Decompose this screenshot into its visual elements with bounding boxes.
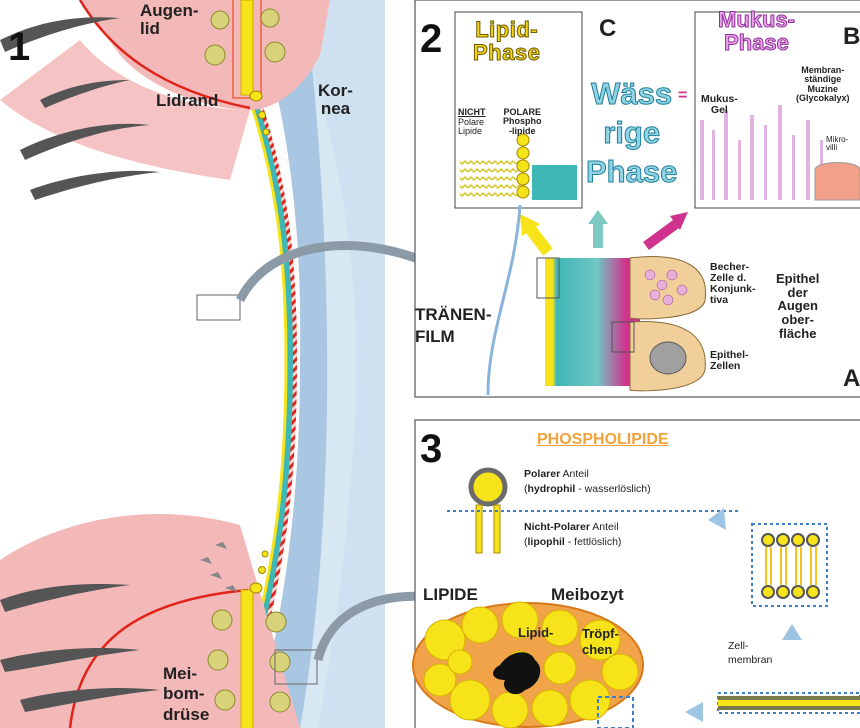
label-mukus-phase: Mukus-Phase bbox=[718, 8, 795, 54]
label-lipide: LIPIDE bbox=[423, 586, 478, 604]
label-becherzelle: Becher-Zelle d. Konjunk-tiva bbox=[710, 262, 756, 306]
panel-number-1: 1 bbox=[8, 26, 30, 68]
label-zellmembran: Zell-membran bbox=[728, 639, 772, 667]
label-augenlid: Augen-lid bbox=[140, 2, 199, 38]
label-troepfchen: Tröpf-chen bbox=[582, 626, 619, 657]
label-membranstaendige-muzine: Membran-ständige Muzine(Glycokalyx) bbox=[796, 66, 850, 104]
label-equals: = bbox=[678, 88, 687, 105]
label-polarer-anteil: Polarer Anteil (hydrophil - wasserlöslic… bbox=[524, 467, 651, 497]
label-phospholipide: PHOSPHOLIPIDE bbox=[537, 432, 669, 449]
panel1-eye-section bbox=[0, 0, 458, 728]
label-traenenfilm: TRÄNEN-FILM bbox=[415, 304, 492, 348]
label-lipid-phase: Lipid-Phase bbox=[473, 18, 540, 64]
phospholipid-head bbox=[471, 470, 505, 504]
label-mikrovilli: Mikro-villi bbox=[826, 136, 848, 153]
panel-letter-c: C bbox=[599, 16, 616, 41]
label-epithelzellen: Epithel-Zellen bbox=[710, 350, 749, 372]
label-meibozyt: Meibozyt bbox=[551, 586, 624, 604]
label-meibomdruese: Mei-bom-drüse bbox=[163, 664, 209, 725]
panel-number-2: 2 bbox=[420, 18, 442, 60]
label-lidrand: Lidrand bbox=[156, 92, 218, 110]
panel-letter-b: B bbox=[843, 24, 860, 49]
label-lipid: Lipid- bbox=[518, 626, 553, 640]
label-mukus-gel: Mukus-Gel bbox=[701, 94, 738, 116]
label-kornea: Kor-nea bbox=[318, 82, 353, 118]
panel-number-3: 3 bbox=[420, 428, 442, 470]
panel-letter-a: A bbox=[843, 366, 860, 391]
label-nichtpolarer-anteil: Nicht-Polarer Anteil (lipophil - fettlös… bbox=[524, 520, 621, 550]
